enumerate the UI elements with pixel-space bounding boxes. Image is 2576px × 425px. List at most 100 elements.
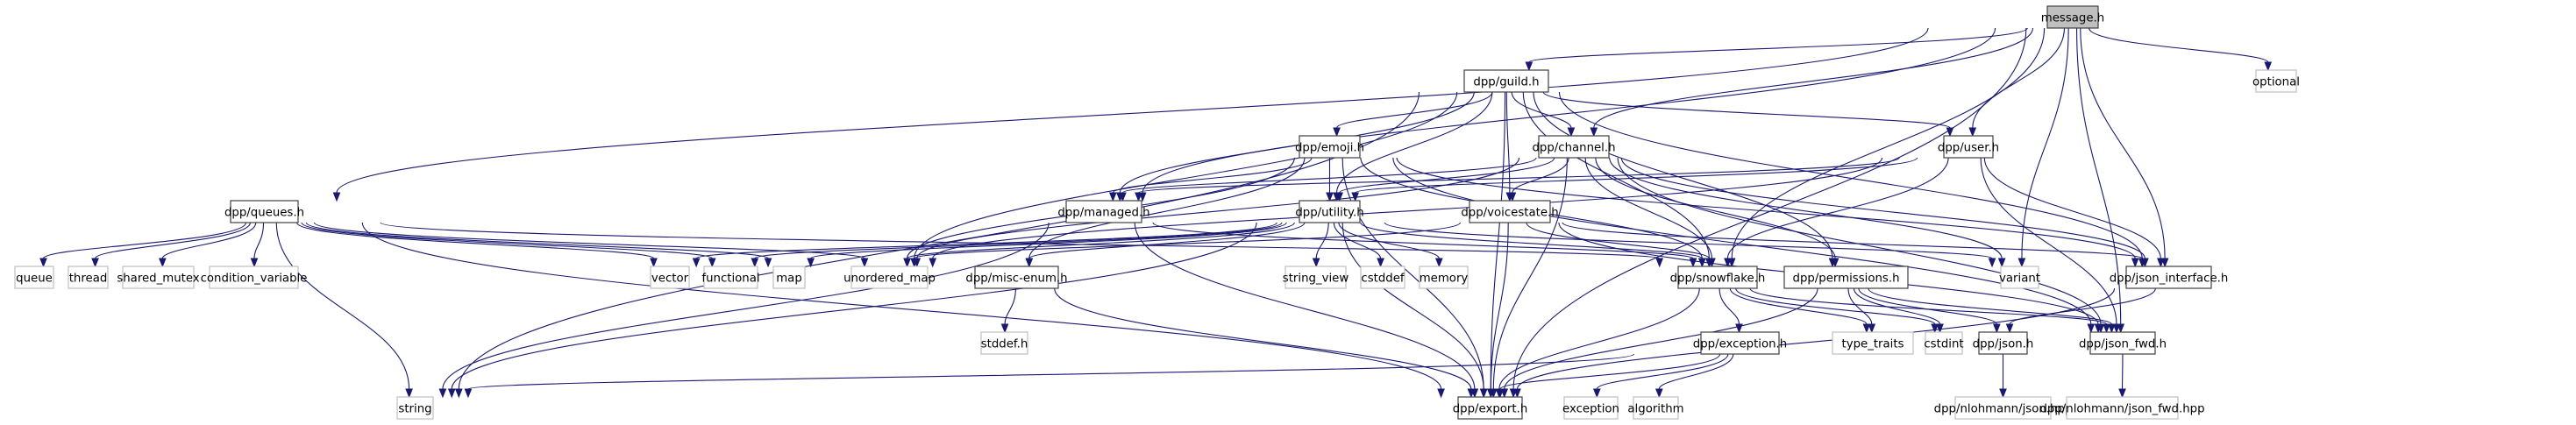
- node-box: [974, 266, 1059, 289]
- edge-line: [1119, 91, 1475, 194]
- edge-guild-to-emoji: [1333, 91, 1493, 138]
- edge-line: [361, 222, 1442, 390]
- arrowhead-icon: [1326, 192, 1334, 202]
- edge-queues-to-vector: [295, 222, 658, 268]
- arrowhead-icon: [1590, 127, 1598, 138]
- arrowhead-icon: [764, 258, 772, 268]
- arrowhead-icon: [708, 258, 716, 268]
- arrowhead-icon: [751, 258, 759, 268]
- edge-line: [2089, 27, 2269, 63]
- arrowhead-icon: [1988, 258, 1996, 268]
- edge-snowflake-to-cstdint: [1735, 287, 1939, 334]
- node-snowflake[interactable]: dpp/snowflake.h: [1670, 266, 1766, 289]
- node-emoji[interactable]: dpp/emoji.h: [1295, 135, 1364, 159]
- node-guild[interactable]: dpp/guild.h: [1463, 69, 1549, 93]
- edge-voicestate-to-unordered_map: [910, 222, 1461, 268]
- arrowhead-icon: [2087, 323, 2096, 334]
- node-label: dpp/utility.h: [1295, 207, 1363, 220]
- node-channel[interactable]: dpp/channel.h: [1532, 135, 1616, 159]
- node-exception-h[interactable]: dpp/exception.h: [1693, 331, 1787, 355]
- arrowhead-icon: [159, 258, 167, 268]
- arrowhead-icon: [1936, 323, 1944, 334]
- edge-line: [42, 222, 247, 259]
- arrowhead-icon: [2138, 258, 2146, 268]
- arrowhead-icon: [1567, 127, 1576, 138]
- edge-line: [313, 222, 865, 259]
- node-box: [396, 396, 434, 420]
- edge-json-to-nlohmann_json: [1999, 353, 2007, 399]
- edge-line: [1528, 27, 2028, 63]
- node-label: thread: [69, 273, 108, 286]
- arrowhead-icon: [2118, 388, 2126, 399]
- node-box: [1700, 331, 1780, 355]
- node-label: algorithm: [1627, 403, 1683, 416]
- node-string: string: [396, 396, 434, 420]
- edge-line: [932, 157, 1883, 259]
- arrowhead-icon: [692, 258, 701, 268]
- edge-line: [1858, 287, 1997, 325]
- edge-line: [1729, 287, 1868, 325]
- node-box: [1783, 266, 1909, 289]
- edge-line: [1112, 157, 1313, 194]
- edge-line: [1152, 222, 1694, 259]
- edge-line: [1526, 222, 1711, 259]
- edge-line: [1749, 287, 2108, 325]
- node-voicestate[interactable]: dpp/voicestate.h: [1461, 200, 1559, 223]
- arrowhead-icon: [1479, 388, 1488, 399]
- edge-utility-to-variant: [1384, 222, 1996, 268]
- node-export[interactable]: dpp/export.h: [1453, 396, 1528, 420]
- node-label: stddef.h: [981, 338, 1028, 351]
- node-label: dpp/channel.h: [1532, 142, 1615, 155]
- edge-line: [295, 222, 655, 259]
- node-managed[interactable]: dpp/managed.h: [1057, 200, 1150, 223]
- edge-line: [1355, 157, 1918, 194]
- node-box: [1538, 135, 1610, 159]
- edge-line: [1596, 353, 1729, 390]
- node-utility[interactable]: dpp/utility.h: [1295, 200, 1364, 223]
- node-box: [1633, 396, 1679, 420]
- edge-line: [1868, 287, 2112, 325]
- edge-utility-to-export: [1341, 222, 1488, 399]
- node-shared-mutex: shared_mutex: [117, 266, 200, 289]
- node-variant: variant: [1999, 266, 2040, 289]
- edge-utility-to-cstddef: [1333, 222, 1384, 268]
- edge-line: [1620, 157, 2145, 259]
- arrowhead-icon: [1862, 323, 1871, 334]
- edge-emoji-to-utility: [1326, 157, 1334, 202]
- edge-line: [1980, 157, 2117, 325]
- edge-line: [1593, 27, 2034, 129]
- node-queues[interactable]: dpp/queues.h: [224, 200, 304, 223]
- edge-line: [336, 27, 1929, 194]
- edge-line: [1341, 222, 1484, 390]
- node-user[interactable]: dpp/user.h: [1938, 135, 1999, 159]
- node-box: [2000, 266, 2039, 289]
- arrowhead-icon: [1335, 192, 1343, 202]
- node-box: [980, 331, 1028, 355]
- node-message[interactable]: message.h: [2041, 5, 2104, 29]
- edge-line: [2021, 27, 2069, 259]
- node-box: [1284, 266, 1347, 289]
- node-misc-enum[interactable]: dpp/misc-enum.h: [965, 266, 1068, 289]
- edge-line: [1134, 222, 1476, 390]
- node-stddef: stddef.h: [980, 331, 1028, 355]
- node-label: dpp/nlohmann/json_fwd.hpp: [2039, 403, 2204, 416]
- arrowhead-icon: [1868, 323, 1876, 334]
- arrowhead-icon: [1724, 258, 1732, 268]
- arrowhead-icon: [2112, 323, 2121, 334]
- node-box: [1065, 200, 1142, 223]
- node-label: cstdint: [1924, 338, 1963, 351]
- node-permissions[interactable]: dpp/permissions.h: [1783, 266, 1909, 289]
- node-json-interface[interactable]: dpp/json_interface.h: [2110, 266, 2229, 289]
- node-json[interactable]: dpp/json.h: [1973, 331, 2034, 355]
- node-queue: queue: [14, 266, 54, 289]
- edge-queues-to-condition_variable: [250, 222, 265, 268]
- edge-line: [2076, 27, 2122, 325]
- edge-line: [1054, 287, 1472, 390]
- edge-line: [916, 157, 1520, 259]
- edge-message-to-json_fwd: [2076, 27, 2125, 334]
- edge-line: [1315, 222, 1329, 259]
- node-label: variant: [1999, 273, 2040, 286]
- node-json-fwd[interactable]: dpp/json_fwd.h: [2079, 331, 2167, 355]
- node-label: dpp/voicestate.h: [1461, 207, 1558, 220]
- arrowhead-icon: [1377, 258, 1384, 268]
